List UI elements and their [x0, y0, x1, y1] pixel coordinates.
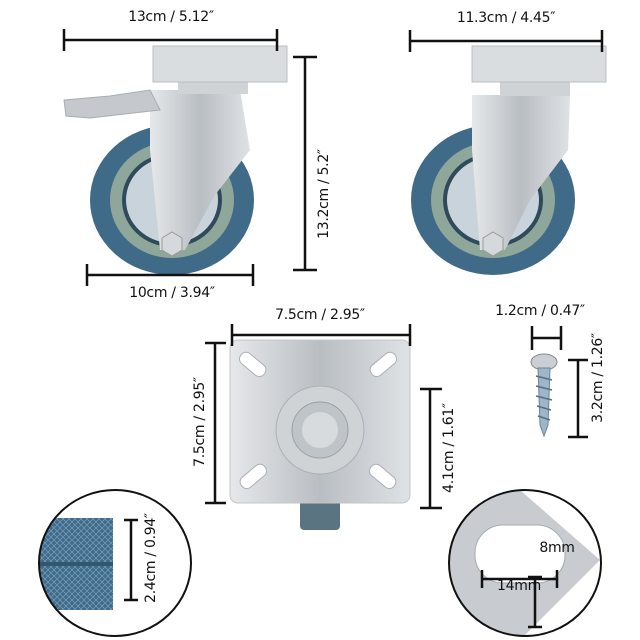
screw-length-label: 3.2cm / 1.26″	[590, 333, 606, 423]
slot-detail	[448, 489, 602, 637]
hole-spacing-label: 4.1cm / 1.61″	[441, 403, 457, 493]
plate-width-label: 7.5cm / 2.95″	[275, 307, 365, 323]
wheel-diameter-label: 10cm / 3.94″	[129, 285, 215, 301]
wheel-width-detail	[38, 489, 192, 637]
swivel-caster-width-label: 11.3cm / 4.45″	[456, 10, 556, 26]
mounting-screw	[530, 353, 558, 438]
screw-head-label: 1.2cm / 0.47″	[495, 303, 585, 319]
plate-length-label: 7.5cm / 2.95″	[192, 377, 208, 467]
brake-caster	[63, 45, 288, 275]
slot-width-label: 14mm	[497, 578, 541, 594]
brake-caster-width-label: 13cm / 5.12″	[128, 9, 214, 25]
slot-height-label: 8mm	[539, 540, 575, 556]
dimension-lines	[62, 29, 604, 629]
swivel-caster	[411, 45, 607, 275]
wheel-width-label: 2.4cm / 0.94″	[143, 513, 159, 603]
caster-height-label: 13.2cm / 5.2″	[316, 149, 332, 239]
top-plate	[229, 339, 411, 530]
